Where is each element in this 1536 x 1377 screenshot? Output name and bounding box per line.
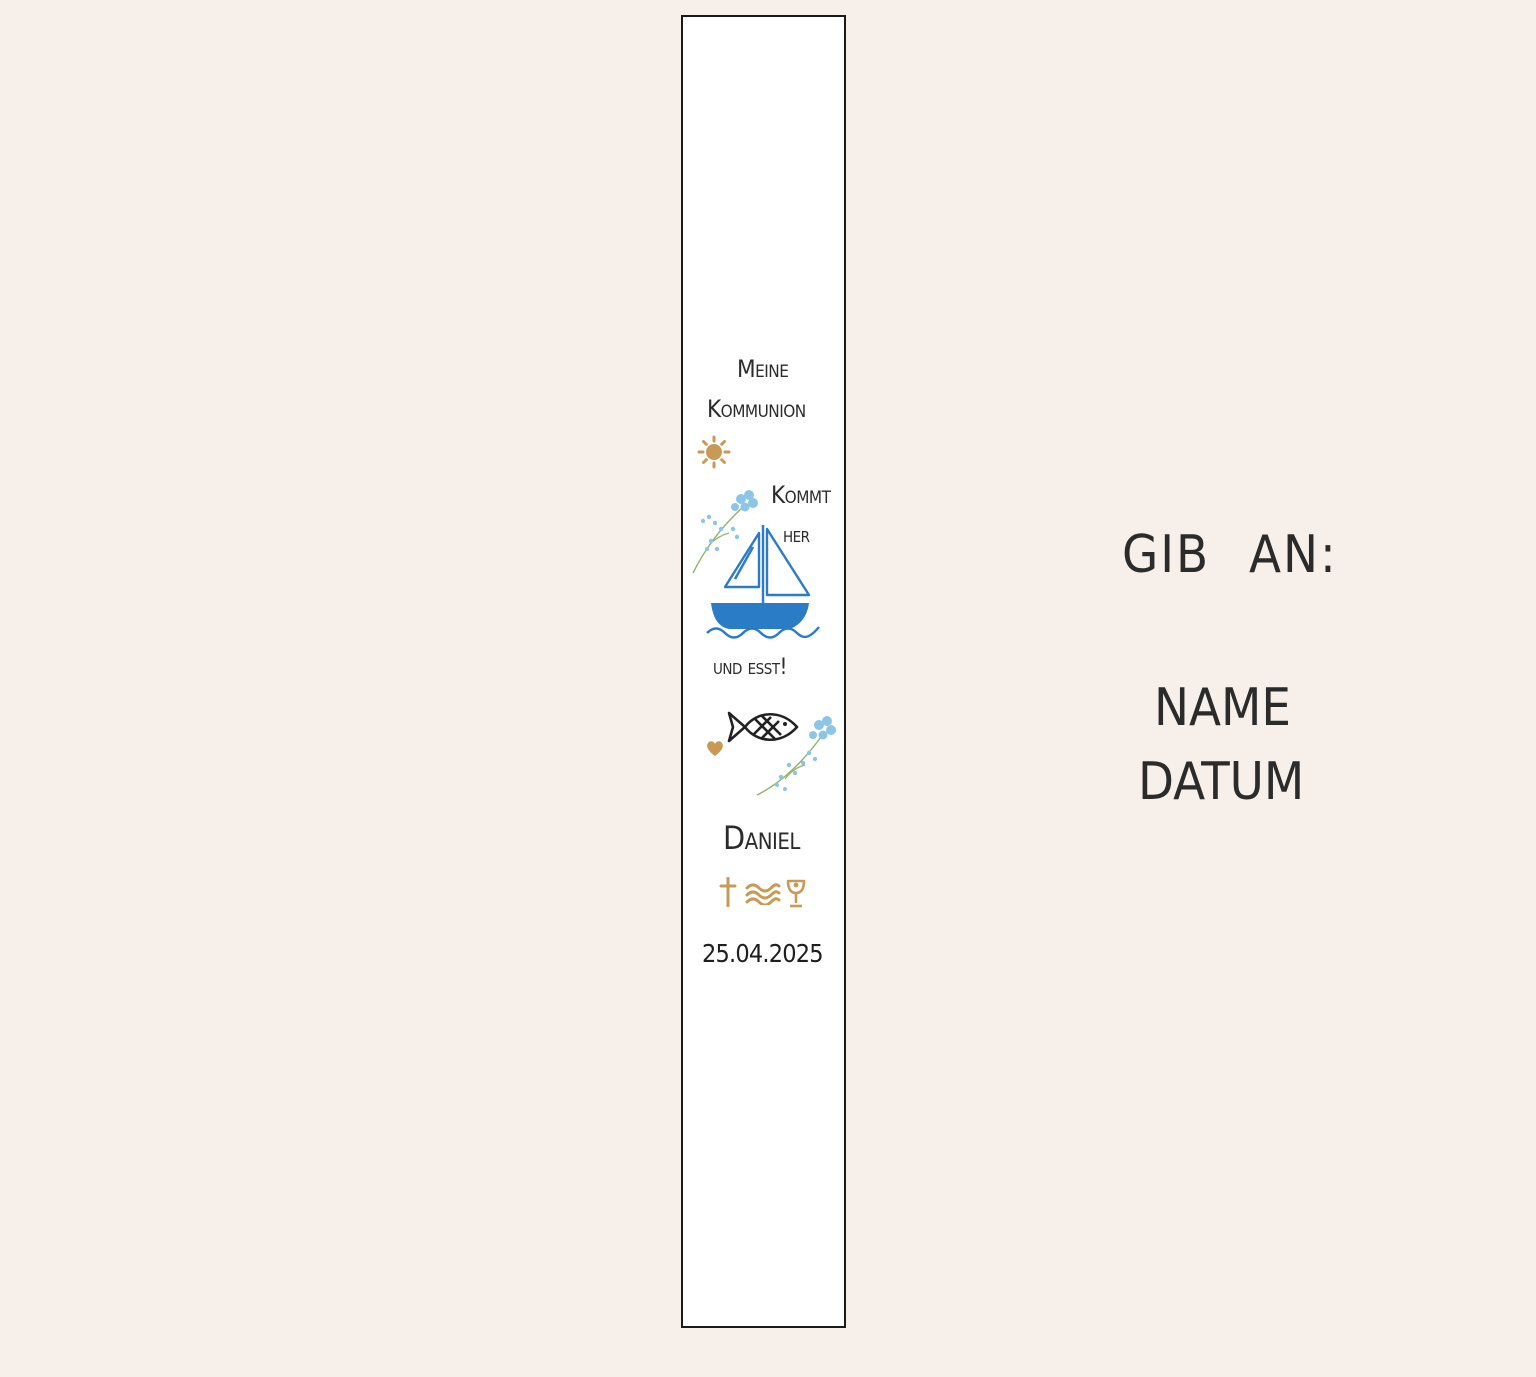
strip-line-her: her — [783, 523, 810, 548]
instruction-name: NAME — [1154, 678, 1291, 738]
chalice-icon — [786, 879, 806, 908]
heart-icon — [707, 741, 723, 756]
instruction-datum: DATUM — [1138, 752, 1305, 812]
strip-line-kommunion: Kommunion — [707, 395, 806, 423]
cross-icon — [719, 877, 737, 907]
strip-name: Daniel — [723, 819, 800, 857]
fish-icon — [727, 711, 799, 743]
strip-line-und-esst: und esst! — [713, 655, 787, 680]
strip-line-meine: Meine — [737, 355, 789, 383]
candle-strip: Meine Kommunion — [681, 15, 846, 1328]
instruction-heading: GIB AN: — [1122, 525, 1338, 585]
strip-date: 25.04.2025 — [702, 939, 824, 968]
sun-icon — [697, 435, 731, 469]
flower-branch-icon — [756, 716, 836, 796]
strip-line-kommt: Kommt — [771, 481, 831, 509]
waves-icon — [745, 883, 781, 905]
sailboat-icon — [706, 525, 820, 639]
flower-branch-icon — [692, 490, 758, 574]
